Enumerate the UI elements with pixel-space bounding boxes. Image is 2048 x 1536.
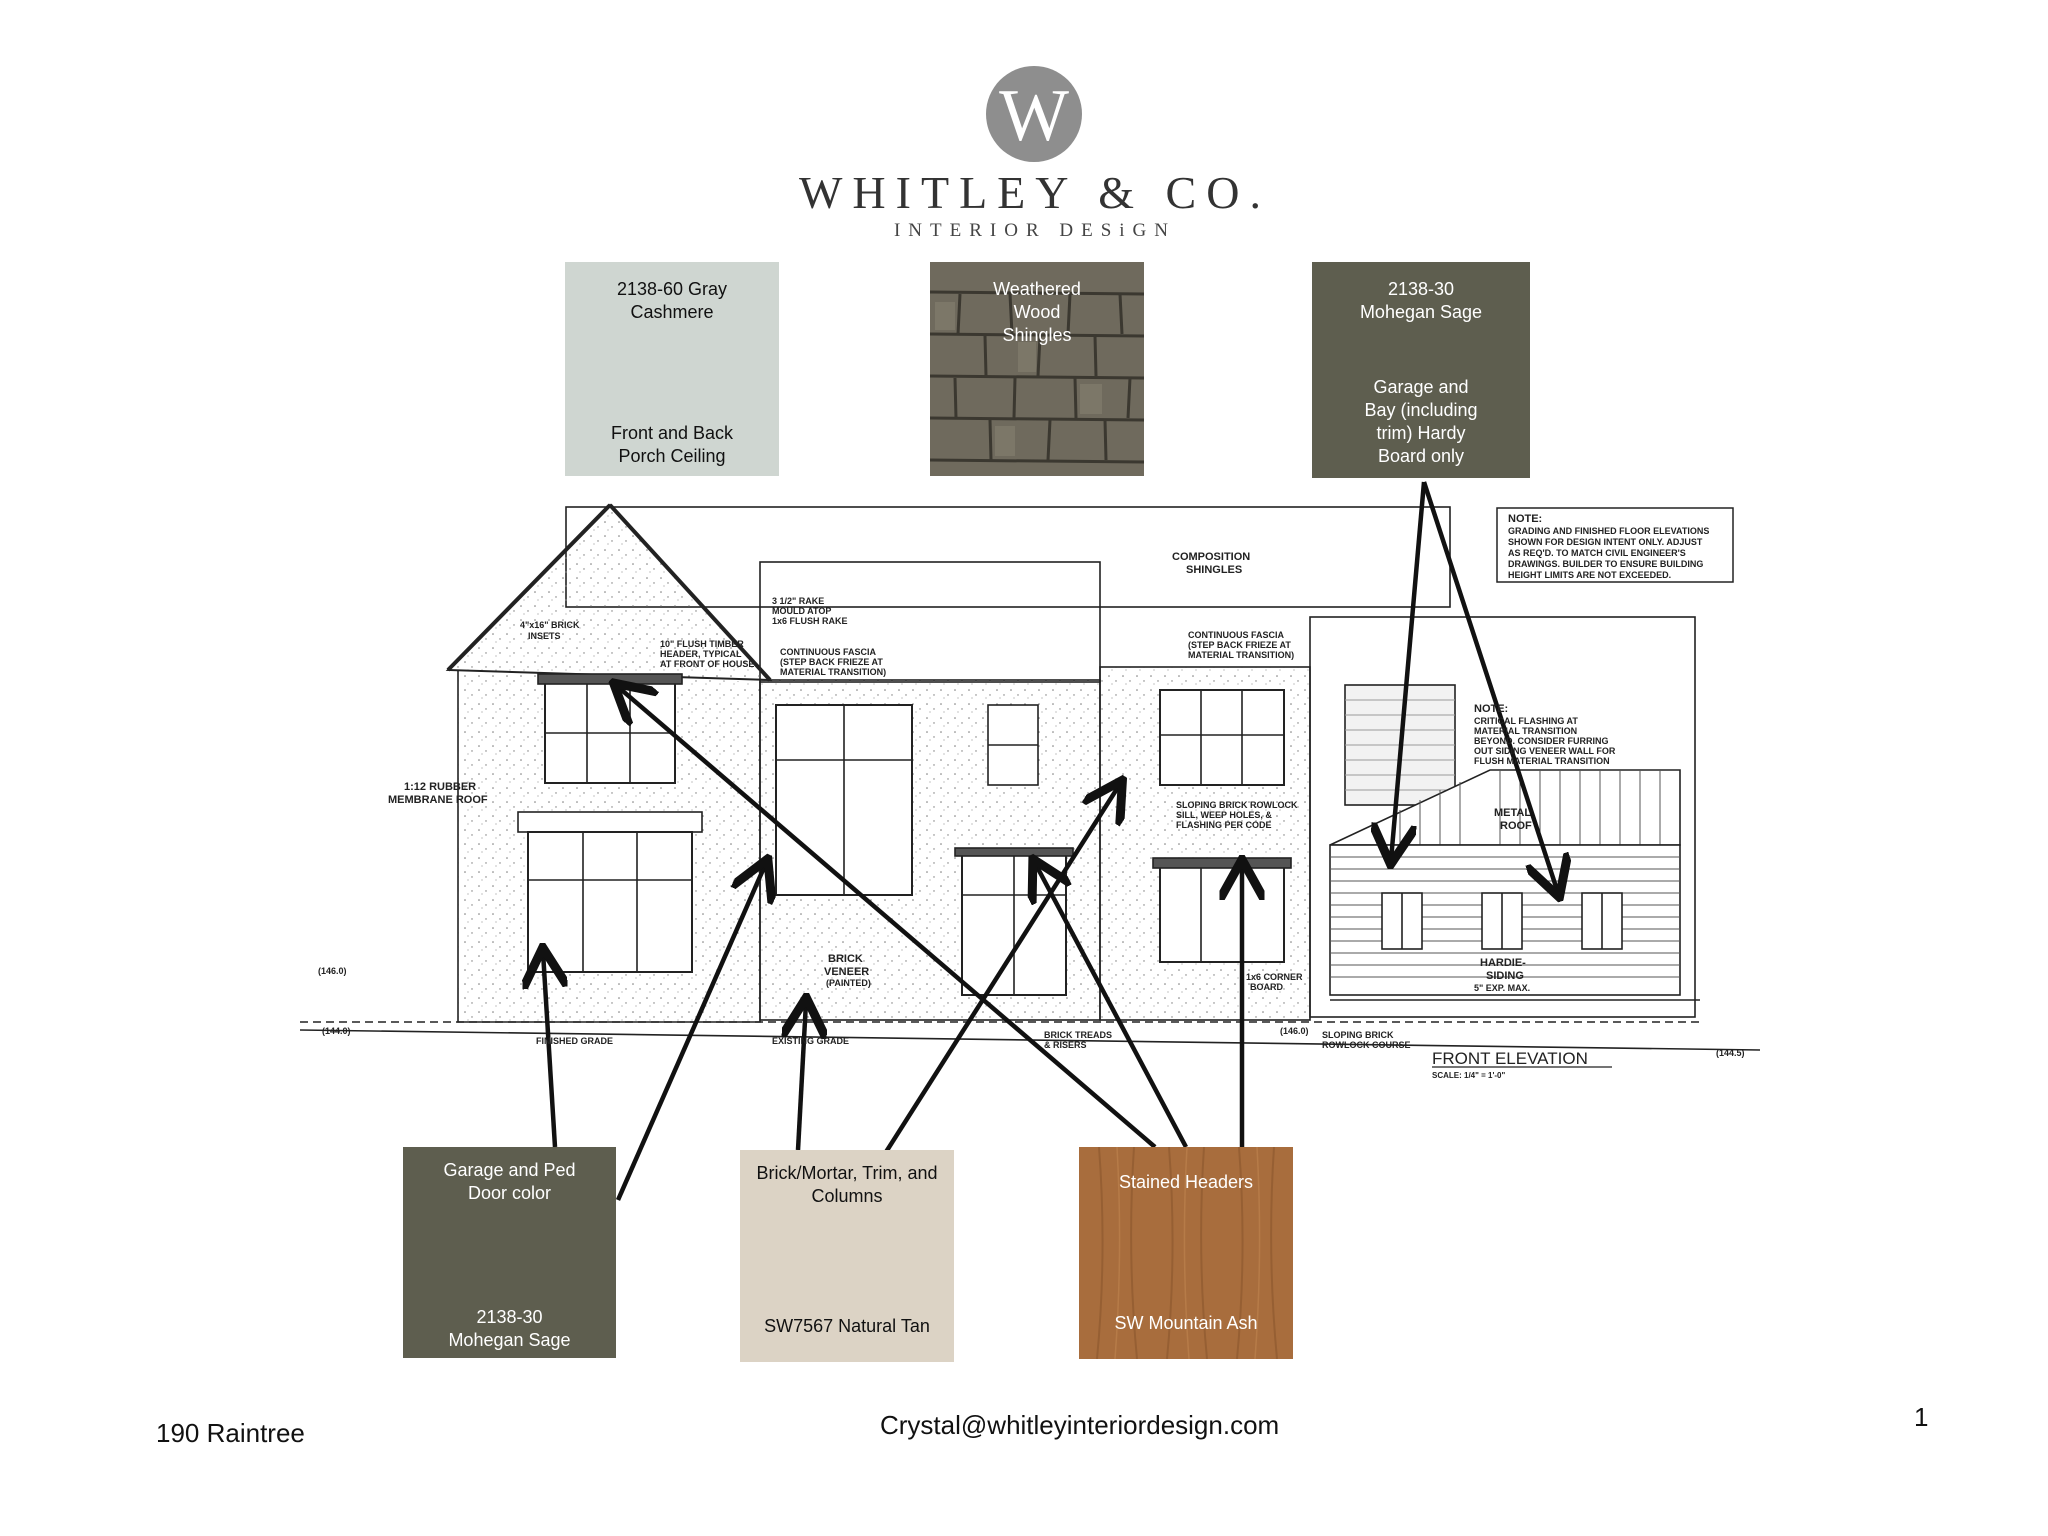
swatch-color-name: Cashmere bbox=[630, 302, 714, 322]
label-rake: MOULD ATOP bbox=[772, 606, 831, 616]
note2-line: MATERIAL TRANSITION bbox=[1474, 726, 1577, 736]
label-fascia: CONTINUOUS FASCIA bbox=[1188, 630, 1285, 640]
swatch-mountain-ash: Stained Headers SW Mountain Ash bbox=[1079, 1147, 1293, 1359]
label-hardie-siding: SIDING bbox=[1486, 970, 1524, 982]
swatch-usage: Porch Ceiling bbox=[618, 446, 726, 466]
label-rowlock: SLOPING BRICK ROWLOCK bbox=[1176, 800, 1298, 810]
drawing-scale: SCALE: 1/4" = 1'-0" bbox=[1432, 1071, 1505, 1080]
note-line: DRAWINGS. BUILDER TO ENSURE BUILDING bbox=[1508, 559, 1703, 569]
swatch-weathered-wood-shingles: Weathered Wood Shingles bbox=[930, 262, 1144, 476]
note2-title: NOTE: bbox=[1474, 703, 1508, 715]
label-existing-grade: EXISTING GRADE bbox=[772, 1036, 849, 1046]
note-line: GRADING AND FINISHED FLOOR ELEVATIONS bbox=[1508, 526, 1709, 536]
label-metal-roof: METAL bbox=[1494, 807, 1531, 819]
label-elevation: (144.0) bbox=[322, 1026, 351, 1036]
label-brick-treads: & RISERS bbox=[1044, 1040, 1087, 1050]
swatch-mohegan-sage-doors: Garage and Ped Door color 2138-30 Mohega… bbox=[403, 1147, 616, 1358]
note-title: NOTE: bbox=[1508, 513, 1542, 525]
label-brick-insets: 4"x16" BRICK bbox=[520, 620, 580, 630]
label-rowlock: FLASHING PER CODE bbox=[1176, 820, 1272, 830]
label-brick-veneer: BRICK bbox=[828, 953, 863, 965]
label-brick-veneer: (PAINTED) bbox=[826, 978, 871, 988]
label-rowlock-course: ROWLOCK COURSE bbox=[1322, 1040, 1411, 1050]
label-brick-veneer: VENEER bbox=[824, 966, 869, 978]
swatch-usage: Board only bbox=[1377, 446, 1465, 466]
label-elevation: (144.5) bbox=[1716, 1048, 1745, 1058]
swatch-code: 2138-30 bbox=[476, 1307, 543, 1327]
label-fascia: CONTINUOUS FASCIA bbox=[780, 647, 877, 657]
page-number: 1 bbox=[1914, 1402, 1929, 1432]
label-rake: 1x6 FLUSH RAKE bbox=[772, 616, 848, 626]
label-hardie-siding: HARDIE- bbox=[1480, 957, 1526, 969]
logo-letter: W bbox=[999, 75, 1069, 157]
swatch-color-name: SW7567 Natural Tan bbox=[764, 1316, 930, 1336]
label-rowlock-course: SLOPING BRICK bbox=[1322, 1030, 1394, 1040]
brand-name: WHITLEY & CO. bbox=[799, 167, 1271, 218]
label-fascia: (STEP BACK FRIEZE AT bbox=[1188, 640, 1291, 650]
note2-line: OUT SIDING VENEER WALL FOR bbox=[1474, 746, 1616, 756]
label-timber-header: AT FRONT OF HOUSE bbox=[660, 659, 754, 669]
footer-address: 190 Raintree bbox=[156, 1418, 305, 1448]
swatch-usage: Stained Headers bbox=[1118, 1172, 1254, 1192]
note-line: AS REQ'D. TO MATCH CIVIL ENGINEER'S bbox=[1508, 548, 1686, 558]
label-metal-roof: ROOF bbox=[1500, 820, 1532, 832]
swatch-mohegan-sage-siding: 2138-30 Mohegan Sage Garage and Bay (inc… bbox=[1312, 262, 1530, 478]
label-rubber-roof: 1:12 RUBBER bbox=[404, 781, 476, 793]
note-line: HEIGHT LIMITS ARE NOT EXCEEDED. bbox=[1508, 570, 1671, 580]
swatch-color-name: Mohegan Sage bbox=[448, 1330, 571, 1350]
label-shingles: SHINGLES bbox=[1186, 564, 1242, 576]
label-hardie-siding: 5" EXP. MAX. bbox=[1474, 983, 1530, 993]
swatch-usage: Front and Back bbox=[610, 423, 734, 443]
swatch-material-name: Wood bbox=[1013, 302, 1061, 322]
note2-line: BEYOND. CONSIDER FURRING bbox=[1474, 736, 1609, 746]
label-fascia: (STEP BACK FRIEZE AT bbox=[780, 657, 883, 667]
label-elevation: (146.0) bbox=[318, 966, 347, 976]
label-finished-grade: FINISHED GRADE bbox=[536, 1036, 613, 1046]
wood-grain-texture bbox=[1079, 1147, 1293, 1359]
note-line: SHOWN FOR DESIGN INTENT ONLY. ADJUST bbox=[1508, 537, 1703, 547]
swatch-code: 2138-30 bbox=[1387, 279, 1455, 299]
label-timber-header: HEADER, TYPICAL bbox=[660, 649, 742, 659]
label-corner-board: BOARD bbox=[1250, 982, 1283, 992]
swatch-material-name: Weathered bbox=[993, 279, 1081, 299]
label-rake: 3 1/2" RAKE bbox=[772, 596, 824, 606]
shingle-texture bbox=[930, 262, 1144, 476]
swatch-natural-tan: Brick/Mortar, Trim, and Columns SW7567 N… bbox=[740, 1150, 954, 1362]
label-brick-insets: INSETS bbox=[528, 631, 561, 641]
swatch-usage: Garage and bbox=[1373, 377, 1469, 397]
note2-line: CRITICAL FLASHING AT bbox=[1474, 716, 1578, 726]
swatch-usage: trim) Hardy bbox=[1376, 423, 1466, 443]
swatch-gray-cashmere: 2138-60 Gray Cashmere Front and Back Por… bbox=[565, 262, 779, 476]
brand-subtitle: INTERIOR DESiGN bbox=[893, 220, 1177, 241]
swatch-usage: Columns bbox=[811, 1186, 883, 1206]
label-brick-treads: BRICK TREADS bbox=[1044, 1030, 1112, 1040]
brand-logo: W bbox=[986, 66, 1082, 162]
label-composition: COMPOSITION bbox=[1172, 551, 1250, 563]
label-timber-header: 10" FLUSH TIMBER bbox=[660, 639, 744, 649]
swatch-usage: Bay (including bbox=[1364, 400, 1478, 420]
label-rubber-roof: MEMBRANE ROOF bbox=[388, 794, 488, 806]
label-fascia: MATERIAL TRANSITION) bbox=[1188, 650, 1294, 660]
swatch-code: 2138-60 Gray bbox=[616, 279, 728, 299]
swatch-usage: Brick/Mortar, Trim, and bbox=[756, 1163, 938, 1183]
swatch-color-name: Mohegan Sage bbox=[1359, 302, 1483, 322]
label-fascia: MATERIAL TRANSITION) bbox=[780, 667, 886, 677]
label-corner-board: 1x6 CORNER bbox=[1246, 972, 1303, 982]
drawing-title: FRONT ELEVATION bbox=[1432, 1049, 1588, 1068]
footer-email[interactable]: Crystal@whitleyinteriordesign.com bbox=[880, 1410, 1280, 1440]
swatch-usage: Garage and Ped bbox=[443, 1160, 576, 1180]
label-elevation: (146.0) bbox=[1280, 1026, 1309, 1036]
swatch-material-name: Shingles bbox=[1002, 325, 1072, 345]
label-rowlock: SILL, WEEP HOLES, & bbox=[1176, 810, 1272, 820]
swatch-usage: Door color bbox=[467, 1183, 552, 1203]
swatch-color-name: SW Mountain Ash bbox=[1114, 1313, 1258, 1333]
note2-line: FLUSH MATERIAL TRANSITION bbox=[1474, 756, 1610, 766]
